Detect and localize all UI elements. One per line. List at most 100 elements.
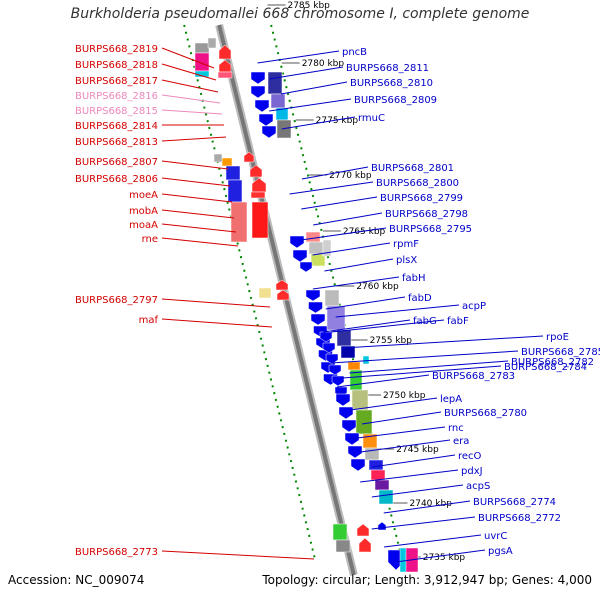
left-gene-label: rne: [142, 234, 158, 245]
gene-block: [225, 165, 241, 181]
left-gene-label: moeA: [129, 190, 158, 201]
gene-arrow: [250, 85, 266, 99]
right-leader-line: [349, 426, 446, 440]
guide-line-right: [270, 24, 404, 561]
right-gene-label: BURPS668_2810: [350, 78, 433, 89]
right-leader-line: [312, 276, 400, 290]
gene-arrow: [338, 406, 354, 420]
right-gene-label: rmuC: [358, 113, 385, 124]
gene-block: [347, 361, 361, 371]
left-gene-label: BURPS668_2813: [75, 137, 158, 148]
gene-block: [335, 539, 351, 553]
right-gene-label: BURPS668_2809: [354, 95, 437, 106]
gene-block: [308, 241, 324, 255]
left-gene-label: BURPS668_2814: [75, 121, 158, 132]
map-title: Burkholderia pseudomallei 668 chromosome…: [70, 6, 530, 22]
right-leader-line: [349, 360, 509, 374]
gene-arrow: [319, 331, 333, 343]
left-leader-line: [161, 109, 223, 115]
gene-arrow: [308, 301, 323, 314]
gene-arrow: [341, 419, 357, 433]
gene-block: [258, 287, 272, 299]
kbp-tick-label: 2755 kbp: [370, 336, 413, 346]
left-leader-line: [161, 298, 271, 308]
right-leader-line: [323, 319, 411, 333]
kbp-tick-label: 2775 kbp: [316, 116, 359, 126]
left-gene-label: BURPS668_2819: [75, 44, 158, 55]
right-leader-line: [335, 304, 460, 318]
right-gene-label: BURPS668_2774: [473, 497, 556, 508]
gene-arrow: [292, 249, 308, 263]
gene-block: [326, 305, 346, 331]
right-gene-label: BURPS668_2785: [521, 347, 600, 358]
right-gene-label: fabH: [402, 273, 426, 284]
gene-arrow: [254, 99, 270, 113]
left-leader-line: [161, 223, 237, 233]
left-gene-label: BURPS668_2797: [75, 295, 158, 306]
gene-arrow: [258, 113, 274, 127]
gene-block: [370, 469, 386, 481]
right-gene-label: pncB: [342, 47, 367, 58]
left-leader-line: [161, 550, 315, 560]
kbp-tick-label: 2765 kbp: [343, 227, 386, 237]
left-leader-line: [161, 160, 229, 170]
gene-block: [322, 239, 332, 257]
right-leader-line: [257, 50, 340, 64]
gene-block: [324, 289, 340, 307]
right-gene-label: pdxJ: [461, 466, 483, 477]
gene-arrow: [249, 164, 263, 178]
gene-block: [267, 71, 283, 95]
left-gene-label: BURPS668_2806: [75, 174, 158, 185]
gene-arrow: [275, 279, 289, 291]
right-leader-line: [360, 439, 451, 453]
right-gene-label: era: [453, 436, 469, 447]
right-gene-label: BURPS668_2772: [478, 513, 561, 524]
right-leader-line: [324, 258, 394, 272]
gene-block: [305, 231, 321, 243]
left-leader-line: [161, 193, 233, 203]
right-leader-line: [371, 516, 476, 530]
left-gene-label: BURPS668_2807: [75, 157, 158, 168]
right-gene-label: lepA: [440, 394, 462, 405]
gene-arrow: [250, 71, 266, 85]
left-gene-label: BURPS668_2815: [75, 106, 158, 117]
gene-arrow: [325, 353, 339, 365]
gene-block: [355, 409, 373, 435]
gene-arrow: [331, 375, 345, 387]
kbp-tick-label: 2740 kbp: [410, 499, 453, 509]
gene-arrow: [347, 445, 363, 459]
right-leader-line: [361, 411, 442, 425]
gene-block: [250, 191, 266, 199]
kbp-tick-label: 2760 kbp: [356, 282, 399, 292]
left-leader-line: [161, 237, 239, 247]
gene-arrow: [299, 261, 313, 273]
left-leader-line: [161, 318, 273, 328]
gene-block: [217, 71, 233, 79]
gene-block: [399, 547, 407, 573]
right-leader-line: [371, 484, 464, 498]
right-leader-line: [300, 227, 387, 241]
gene-block: [351, 389, 369, 411]
gene-block: [270, 93, 286, 109]
gene-block: [378, 489, 394, 505]
gene-block: [227, 179, 243, 203]
right-gene-label: rpmF: [393, 239, 419, 250]
right-leader-line: [281, 81, 348, 95]
right-gene-label: acpP: [462, 301, 486, 312]
right-gene-label: uvrC: [484, 531, 507, 542]
right-gene-label: fabD: [408, 293, 432, 304]
right-leader-line: [269, 98, 352, 112]
right-leader-line: [330, 350, 519, 364]
right-leader-line: [384, 534, 482, 548]
right-leader-line: [313, 212, 383, 226]
right-leader-line: [331, 319, 445, 333]
right-gene-label: BURPS668_2798: [385, 209, 468, 220]
left-leader-line: [161, 47, 215, 69]
right-gene-label: BURPS668_2783: [432, 371, 515, 382]
right-leader-line: [325, 296, 406, 310]
kbp-tick-label: 2780 kbp: [302, 59, 345, 69]
right-leader-line: [350, 397, 438, 411]
left-leader-line: [161, 79, 219, 93]
guide-line-left: [183, 24, 317, 561]
